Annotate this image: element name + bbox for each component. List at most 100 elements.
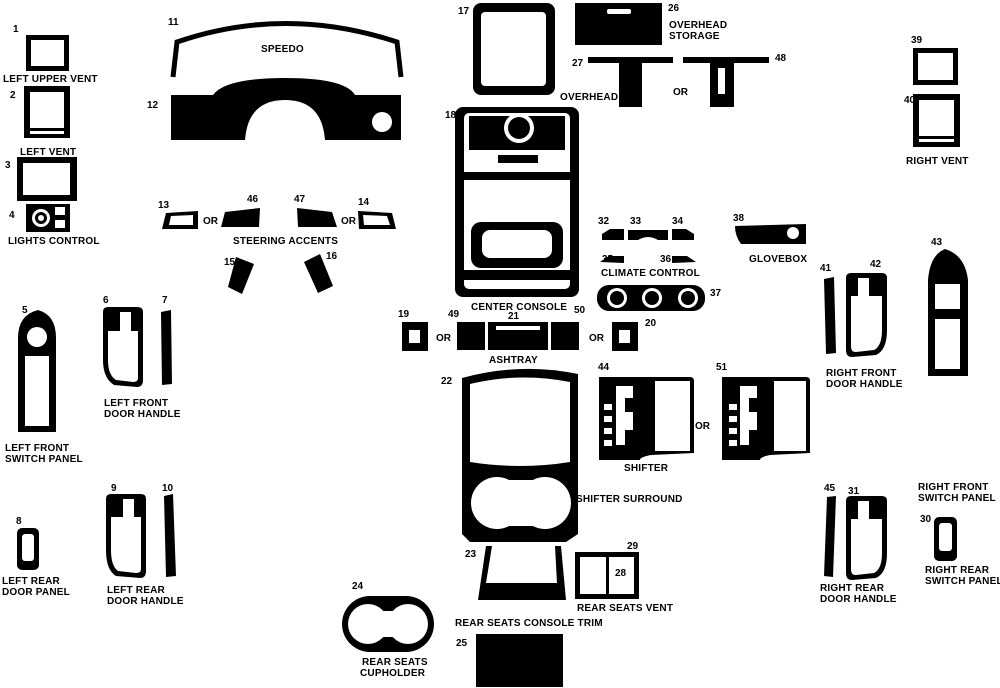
- or-text-27-48: OR: [673, 87, 689, 98]
- label-left-front-switch-panel-2: SWITCH PANEL: [5, 454, 83, 465]
- part-42-right-front-door-handle: [846, 273, 887, 357]
- part-32-34-climate-upper-trim: [602, 229, 694, 240]
- or-text-44-51: OR: [695, 421, 711, 432]
- label-right-rear-switch-panel-2: SWITCH PANEL: [925, 576, 1000, 587]
- part-6-left-front-door-handle: [103, 307, 143, 387]
- part-16-steering-lower-right: [304, 254, 333, 293]
- part-46-steering-accent-left-alt: [221, 208, 260, 227]
- part-8-left-rear-door-panel: [17, 528, 39, 570]
- part-12-speedo-bezel: [171, 78, 401, 140]
- part-number-23: 23: [465, 549, 477, 560]
- part-22-shifter-surround: [462, 368, 578, 542]
- part-number-45: 45: [824, 483, 836, 494]
- part-number-46: 46: [247, 194, 259, 205]
- part-number-43: 43: [931, 237, 943, 248]
- part-41-door-trim-strip: [824, 277, 836, 354]
- part-27-overhead-trim: [588, 57, 673, 107]
- part-39-right-upper-vent: [913, 48, 958, 85]
- label-steering-accents: STEERING ACCENTS: [233, 236, 338, 247]
- part-number-42: 42: [870, 259, 882, 270]
- part-number-31: 31: [848, 486, 860, 497]
- or-text-47-14: OR: [341, 216, 357, 227]
- part-number-39: 39: [911, 35, 923, 46]
- label-left-front-door-handle-2: DOOR HANDLE: [104, 409, 181, 420]
- label-shifter-surround: SHIFTER SURROUND: [576, 494, 683, 505]
- part-47-steering-accent-right-alt: [297, 208, 337, 227]
- part-number-40: 40: [904, 95, 916, 106]
- label-left-front-door-handle-1: LEFT FRONT: [104, 398, 168, 409]
- label-climate-control: CLIMATE CONTROL: [601, 268, 700, 279]
- part-number-17: 17: [458, 6, 470, 17]
- label-right-front-switch-panel-2: SWITCH PANEL: [918, 493, 996, 504]
- part-number-32: 32: [598, 216, 610, 227]
- part-number-33: 33: [630, 216, 642, 227]
- part-45-door-trim-strip: [824, 496, 836, 577]
- part-number-47: 47: [294, 194, 306, 205]
- label-right-rear-door-handle-1: RIGHT REAR: [820, 583, 885, 594]
- label-speedo: SPEEDO: [261, 44, 304, 55]
- label-rear-seats-vent: REAR SEATS VENT: [577, 603, 673, 614]
- or-text-50-20: OR: [589, 333, 605, 344]
- label-rear-seats-cupholder-2: CUPHOLDER: [360, 668, 426, 679]
- part-19-ashtray-left: [402, 322, 428, 351]
- part-number-49: 49: [448, 309, 460, 320]
- label-left-rear-door-panel-1: LEFT REAR: [2, 576, 60, 587]
- part-49-ashtray-left-alt: [457, 322, 485, 350]
- part-number-4: 4: [9, 210, 15, 221]
- part-43-right-front-switch-panel: [928, 249, 968, 376]
- part-10-door-trim-strip: [164, 494, 176, 577]
- label-center-console: CENTER CONSOLE: [471, 302, 567, 313]
- part-2-left-vent: [24, 86, 70, 138]
- label-left-front-switch-panel-1: LEFT FRONT: [5, 443, 69, 454]
- part-number-21: 21: [508, 311, 520, 322]
- part-number-10: 10: [162, 483, 174, 494]
- part-13-steering-accent-left: [162, 211, 198, 229]
- part-28-29-rear-seats-vent: [575, 552, 639, 599]
- part-number-2: 2: [10, 90, 16, 101]
- label-ashtray: ASHTRAY: [489, 355, 538, 366]
- part-number-24: 24: [352, 581, 364, 592]
- part-number-34: 34: [672, 216, 684, 227]
- part-number-51: 51: [716, 362, 728, 373]
- label-right-front-switch-panel-1: RIGHT FRONT: [918, 482, 989, 493]
- part-24-rear-seats-cupholder: [342, 596, 434, 652]
- label-right-rear-door-handle-2: DOOR HANDLE: [820, 594, 897, 605]
- label-left-rear-door-handle-2: DOOR HANDLE: [107, 596, 184, 607]
- part-25-rear-console-panel: [476, 634, 563, 687]
- or-text-19-49: OR: [436, 333, 452, 344]
- part-26-overhead-storage: [575, 3, 662, 45]
- part-5-left-front-switch-panel: [18, 310, 56, 432]
- part-17-overhead-console: [473, 3, 555, 95]
- part-7-door-trim-strip: [161, 310, 172, 385]
- part-number-36: 36: [660, 254, 672, 265]
- label-glovebox: GLOVEBOX: [749, 254, 807, 265]
- label-overhead-storage-2: STORAGE: [669, 31, 720, 42]
- label-left-vent: LEFT VENT: [20, 147, 76, 158]
- part-15-steering-lower-left: [228, 257, 254, 294]
- part-21-ashtray: [488, 322, 548, 350]
- part-20-ashtray-right: [612, 322, 638, 351]
- or-text-13-46: OR: [203, 216, 219, 227]
- label-left-upper-vent: LEFT UPPER VENT: [3, 74, 98, 85]
- part-number-14: 14: [358, 197, 370, 208]
- part-30-right-rear-switch-panel: [934, 517, 957, 561]
- part-number-38: 38: [733, 213, 745, 224]
- part-37-climate-control-knobs: [597, 285, 705, 311]
- part-40-right-vent: [913, 94, 960, 147]
- part-number-9: 9: [111, 483, 117, 494]
- part-number-28: 28: [615, 568, 627, 579]
- part-number-27: 27: [572, 58, 584, 69]
- part-number-50: 50: [574, 305, 586, 316]
- part-number-5: 5: [22, 305, 28, 316]
- part-number-13: 13: [158, 200, 170, 211]
- part-51-shifter-alt: [722, 377, 810, 460]
- label-right-front-door-handle-2: DOOR HANDLE: [826, 379, 903, 390]
- part-number-7: 7: [162, 295, 168, 306]
- part-31-right-rear-door-handle: [846, 496, 887, 580]
- part-number-29: 29: [627, 541, 639, 552]
- part-number-44: 44: [598, 362, 610, 373]
- part-23-rear-seats-console-trim: [478, 546, 566, 600]
- part-number-12: 12: [147, 100, 159, 111]
- part-number-16: 16: [326, 251, 338, 262]
- part-number-8: 8: [16, 516, 22, 527]
